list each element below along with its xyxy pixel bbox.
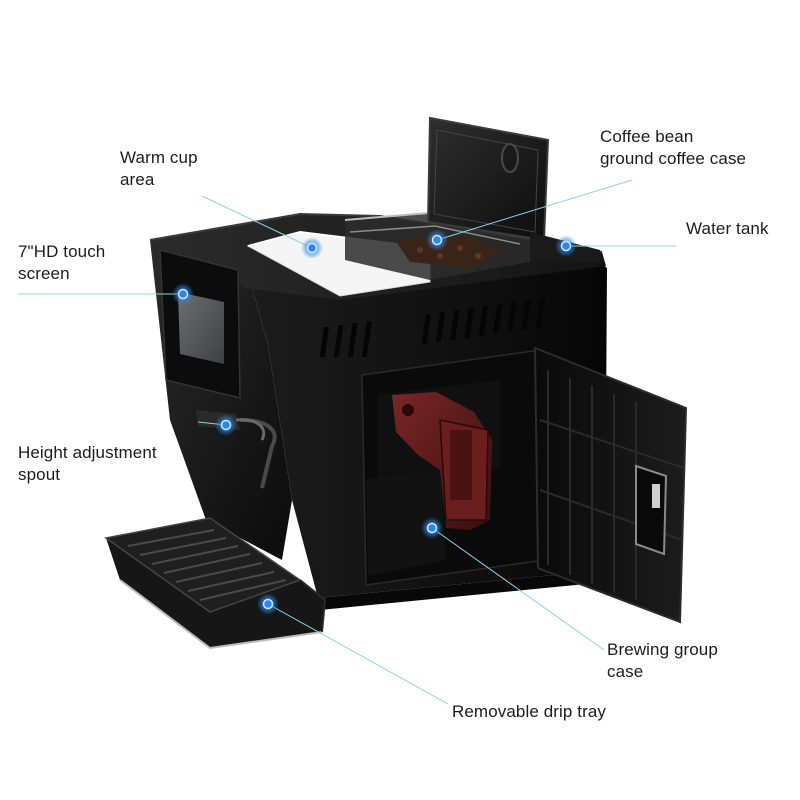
drip-tray-shape <box>104 517 327 650</box>
side-door <box>533 346 688 624</box>
label-line: Height adjustment <box>18 443 157 462</box>
label-line: 7"HD touch <box>18 242 106 261</box>
label-line: area <box>120 170 155 189</box>
label-line: Brewing group <box>607 640 718 659</box>
marker-dot-water-tank <box>555 235 577 257</box>
leader-lines <box>18 179 676 705</box>
label-height-adjustment-spout: Height adjustment spout <box>18 442 157 486</box>
touch-screen <box>159 249 241 399</box>
label-line: Removable drip tray <box>452 702 607 721</box>
marker-dot-drip-tray <box>257 593 279 615</box>
label-line: Warm cup <box>120 148 198 167</box>
label-line: screen <box>18 264 70 283</box>
leader-line-bean-case <box>436 179 633 241</box>
markers <box>172 229 577 615</box>
brew-compartment <box>361 349 546 586</box>
label-drip-tray: Removable drip tray <box>452 701 606 723</box>
marker-dot-brewing-group <box>421 517 443 539</box>
label-warm-cup-area: Warm cup area <box>120 147 198 191</box>
marker-dot-touch-screen <box>172 283 194 305</box>
label-brewing-group-case: Brewing group case <box>607 639 718 683</box>
leader-line-brewing-group <box>431 527 605 651</box>
leader-line-warm-cup <box>201 195 313 249</box>
marker-dot-warm-cup <box>301 237 323 259</box>
marker-dot-spout <box>215 414 237 436</box>
leader-line-drip-tray <box>267 603 449 705</box>
vent-slots <box>319 298 546 357</box>
label-line: Coffee bean <box>600 127 694 146</box>
label-water-tank: Water tank <box>686 218 769 240</box>
label-line: spout <box>18 465 61 484</box>
label-touch-screen: 7"HD touch screen <box>18 241 105 285</box>
marker-dot-bean-case <box>426 229 448 251</box>
label-line: Water tank <box>686 219 769 238</box>
label-line: case <box>607 662 644 681</box>
label-coffee-bean-case: Coffee bean ground coffee case <box>600 126 746 170</box>
label-line: ground coffee case <box>600 149 747 168</box>
